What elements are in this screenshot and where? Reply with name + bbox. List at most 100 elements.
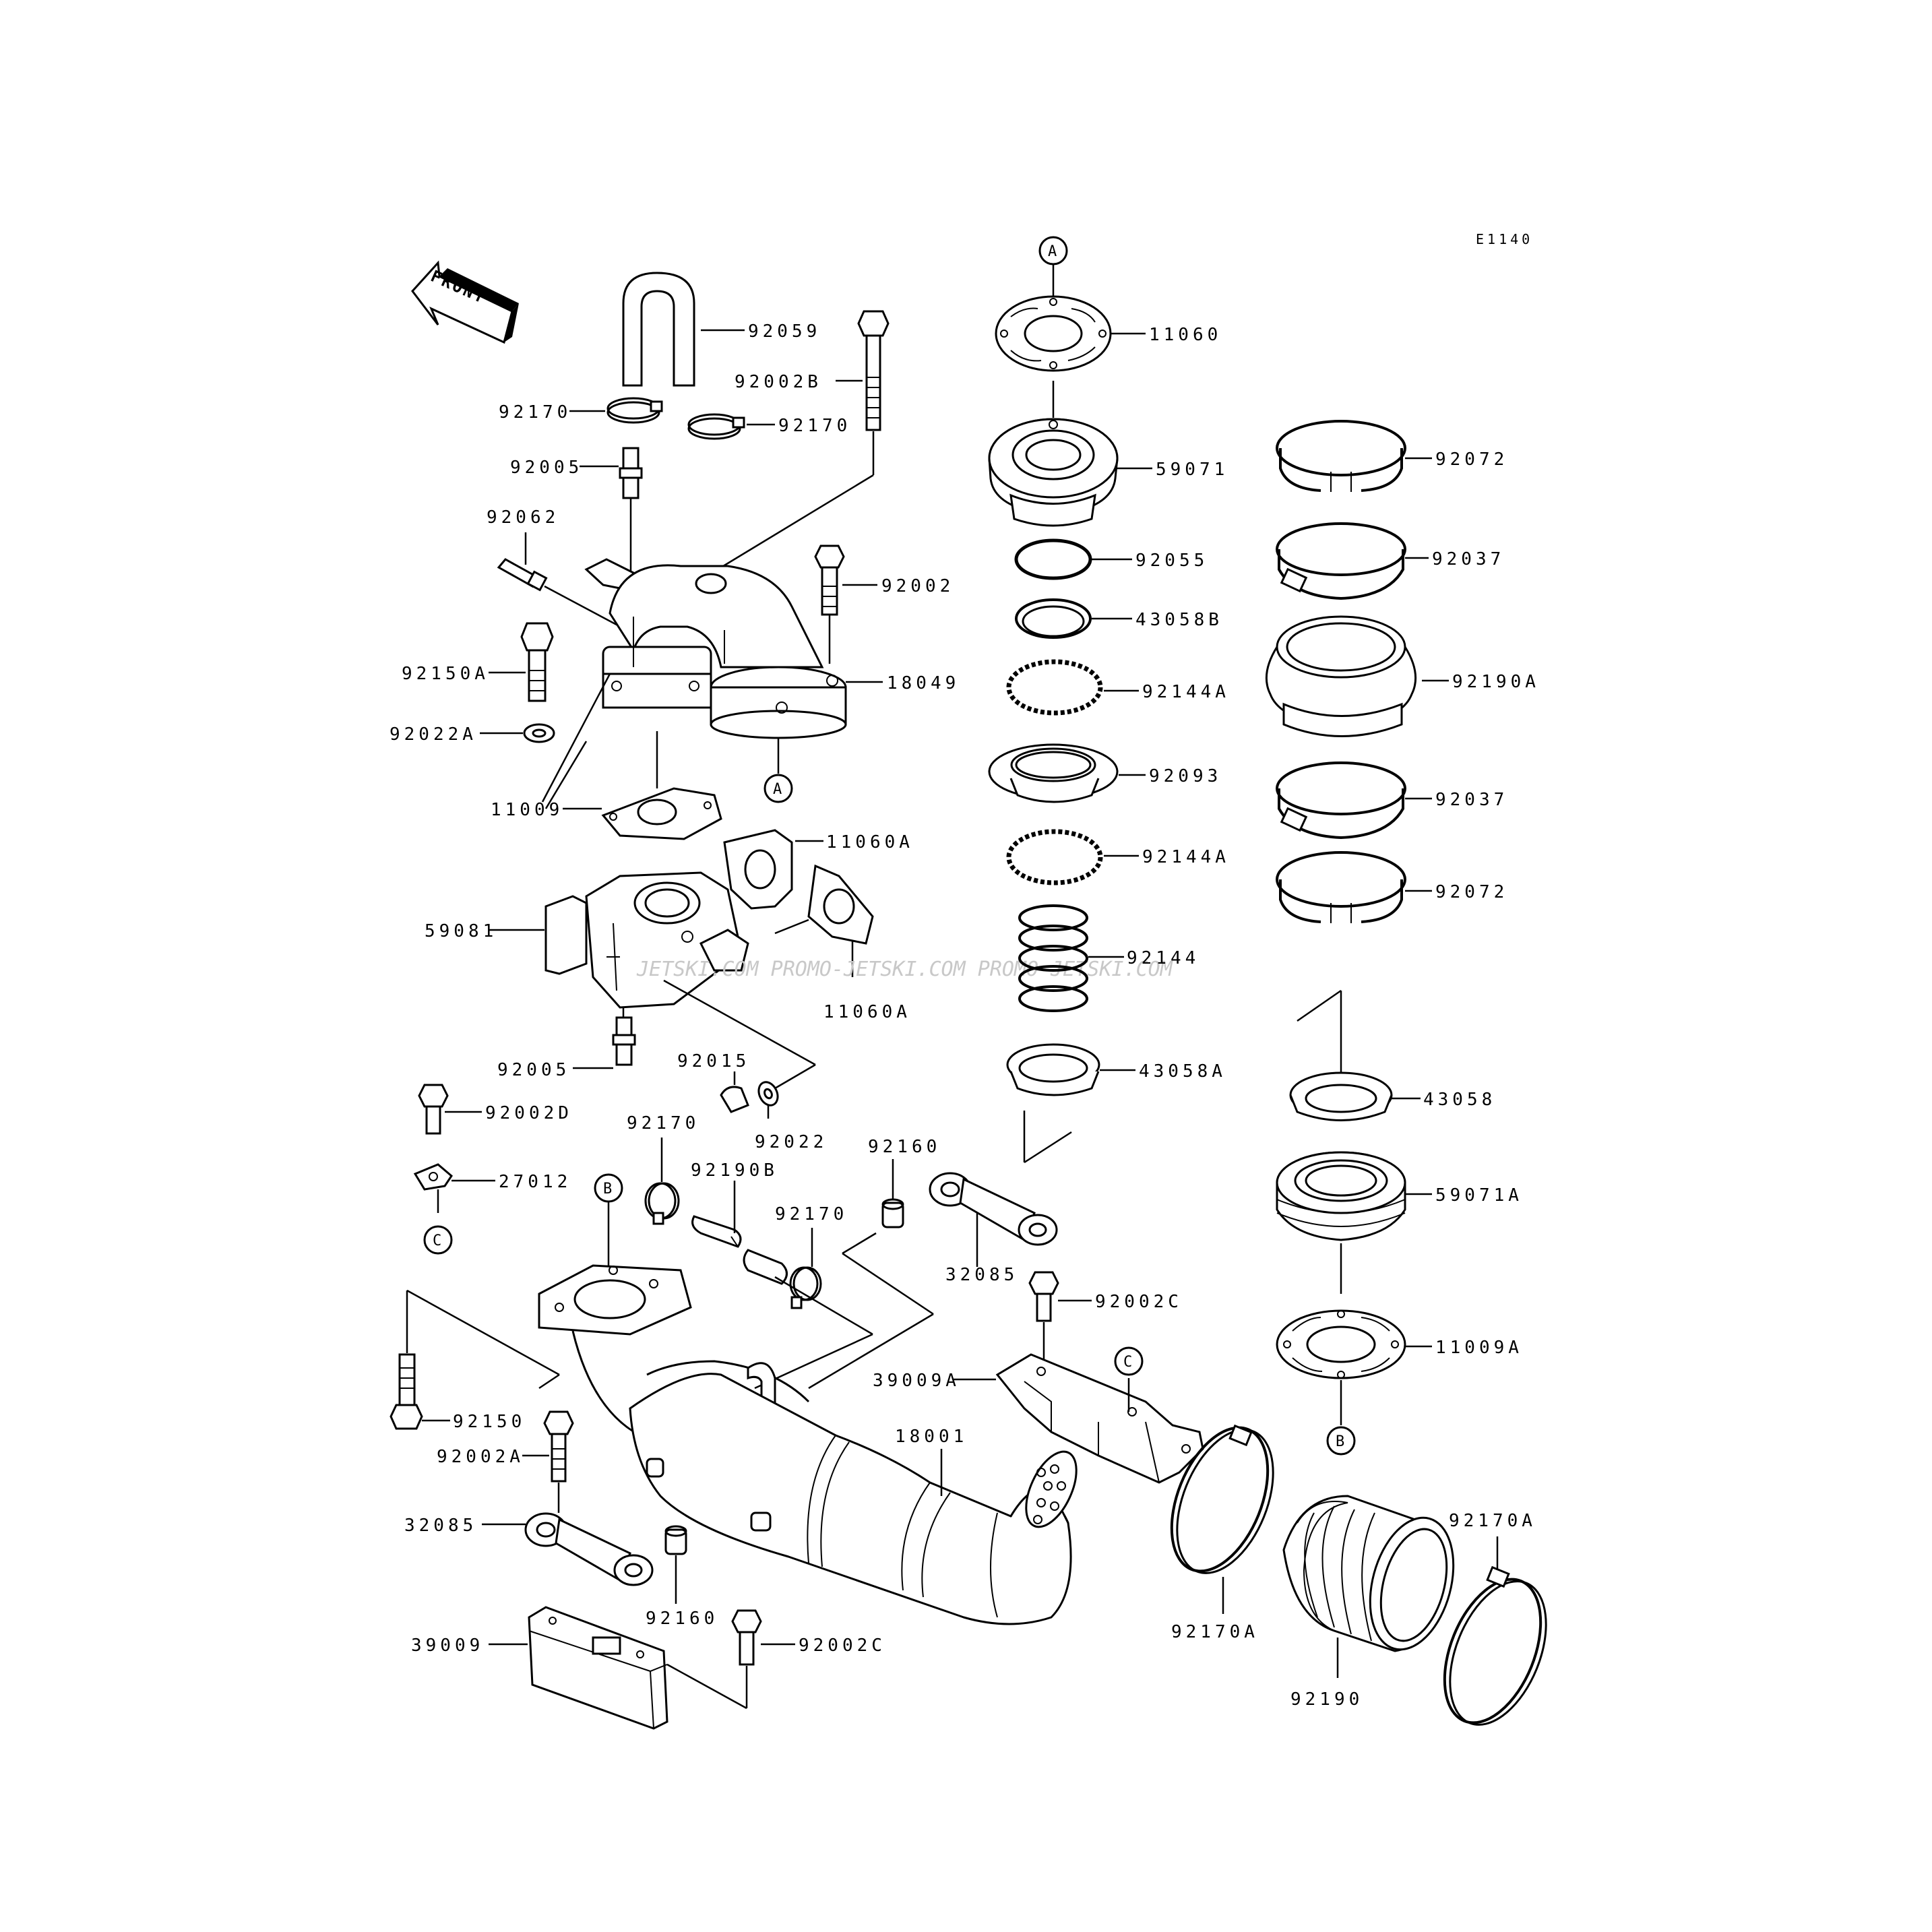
label-92002C-top: 92002C <box>1095 1292 1183 1312</box>
label-92093: 92093 <box>1149 766 1222 786</box>
label-11060: 11060 <box>1149 325 1222 345</box>
label-92002D: 92002D <box>485 1103 573 1123</box>
ref-c-right <box>1114 1346 1144 1376</box>
bolt-92150 <box>389 1289 560 1430</box>
elbow-18049 <box>584 558 883 774</box>
label-43058A: 43058A <box>1139 1061 1226 1082</box>
nipple-92005-bottom <box>573 1016 636 1069</box>
bolt-92002D <box>418 1084 482 1135</box>
watermark: JETSKI.COM PROMO-JETSKI.COM PROMO-JETSKI… <box>636 958 1173 981</box>
spring-92144 <box>1018 904 1124 1012</box>
washer-92022A <box>480 723 555 743</box>
clamp-92037-top <box>1276 522 1429 600</box>
label-92062: 92062 <box>487 507 559 528</box>
label-92022: 92022 <box>755 1132 828 1152</box>
link-32085-bottom <box>482 1512 654 1586</box>
ref-b-right-text: B <box>1336 1433 1344 1450</box>
clamp-92037-bottom <box>1276 761 1432 840</box>
label-92190: 92190 <box>1290 1689 1363 1710</box>
oring-92055 <box>1014 538 1132 580</box>
manifold-59081 <box>489 871 749 1018</box>
label-92005-top: 92005 <box>510 458 583 478</box>
muffler-18001 <box>538 1264 1078 1625</box>
label-92160-bottom: 92160 <box>646 1609 718 1629</box>
housing-59071 <box>988 418 1152 527</box>
clamp-92170-left <box>569 397 663 424</box>
label-92002A: 92002A <box>437 1447 524 1467</box>
ref-c-right-text: C <box>1123 1354 1132 1371</box>
diagram-code: E1140 <box>1476 231 1533 247</box>
label-92002C-bottom: 92002C <box>799 1635 886 1656</box>
ref-c-left <box>423 1225 453 1255</box>
label-92170-left: 92170 <box>499 402 571 423</box>
seal-43058A <box>1006 1043 1135 1096</box>
label-92170-mid: 92170 <box>627 1113 699 1133</box>
label-92150A: 92150A <box>402 664 489 684</box>
label-27012: 27012 <box>499 1172 571 1192</box>
spring-92144A-bottom <box>1006 829 1139 885</box>
bolt-92002A <box>522 1410 574 1513</box>
ref-b-right <box>1326 1426 1356 1456</box>
label-92037-bottom: 92037 <box>1435 790 1508 810</box>
gasket-11060 <box>995 295 1146 418</box>
ref-c-left-text: C <box>433 1233 441 1249</box>
seal-43058B <box>1015 598 1132 639</box>
label-92059: 92059 <box>748 321 821 342</box>
label-32085-bottom: 32085 <box>404 1516 477 1536</box>
label-92022A: 92022A <box>389 724 477 745</box>
hose-92059 <box>622 272 745 387</box>
label-92190A: 92190A <box>1452 672 1540 692</box>
label-92005-bottom: 92005 <box>497 1060 570 1080</box>
label-92055: 92055 <box>1135 551 1208 571</box>
label-43058: 43058 <box>1423 1090 1496 1110</box>
label-92190B: 92190B <box>691 1160 778 1181</box>
label-92002B: 92002B <box>735 372 822 392</box>
clamp-92170-right <box>687 413 775 440</box>
label-11009: 11009 <box>491 800 563 820</box>
clamp-92170A-left <box>1170 1424 1274 1614</box>
clamp-92170-mid <box>644 1138 680 1225</box>
label-92072-top: 92072 <box>1435 449 1508 470</box>
bolt-92002B <box>717 310 890 571</box>
pin-92062 <box>497 532 627 631</box>
label-18049: 18049 <box>887 673 960 693</box>
label-92144A-top: 92144A <box>1142 682 1230 702</box>
housing-59071A <box>1276 1151 1432 1294</box>
label-43058B: 43058B <box>1135 610 1223 630</box>
ref-b-left-text: B <box>603 1181 612 1197</box>
label-11060A-bottom: 11060A <box>823 1002 911 1022</box>
label-92015: 92015 <box>677 1051 750 1071</box>
bushing-92160-bottom <box>664 1525 687 1604</box>
label-92170A-right: 92170A <box>1449 1511 1536 1531</box>
bolt-92002C-bottom <box>666 1609 795 1710</box>
label-59071: 59071 <box>1156 460 1228 480</box>
label-59081: 59081 <box>425 921 497 941</box>
label-59071A: 59071A <box>1435 1185 1523 1206</box>
ref-a-18049-text: A <box>773 781 782 798</box>
ref-a-18049 <box>764 774 793 803</box>
ring-92072-bottom <box>1276 851 1432 923</box>
bushing-92160-top <box>842 1159 904 1255</box>
boot-92190A <box>1265 615 1449 737</box>
ref-a-top-text: A <box>1048 243 1057 260</box>
label-92170A-left: 92170A <box>1171 1622 1259 1642</box>
bracket-39009A <box>954 1353 1204 1484</box>
nut-27012 <box>413 1163 495 1213</box>
clamp-92170A-right <box>1443 1536 1547 1726</box>
label-11009A: 11009A <box>1435 1338 1523 1358</box>
gasket-11060A-bottom <box>774 864 874 977</box>
bracket-39009 <box>489 1606 668 1730</box>
gasket-11060A-top <box>723 829 823 910</box>
ring-92072-top <box>1276 420 1432 492</box>
bellows-92190 <box>1282 1495 1455 1678</box>
washer-92022 <box>757 1081 779 1119</box>
label-92170-mid2: 92170 <box>775 1204 848 1224</box>
spring-92144A-top <box>1006 659 1139 716</box>
label-92144A-bottom: 92144A <box>1142 847 1230 867</box>
label-92037-top: 92037 <box>1432 549 1505 569</box>
hose-92190B <box>691 1181 788 1285</box>
label-92170-right: 92170 <box>778 416 851 436</box>
plug-92015 <box>720 1086 749 1113</box>
